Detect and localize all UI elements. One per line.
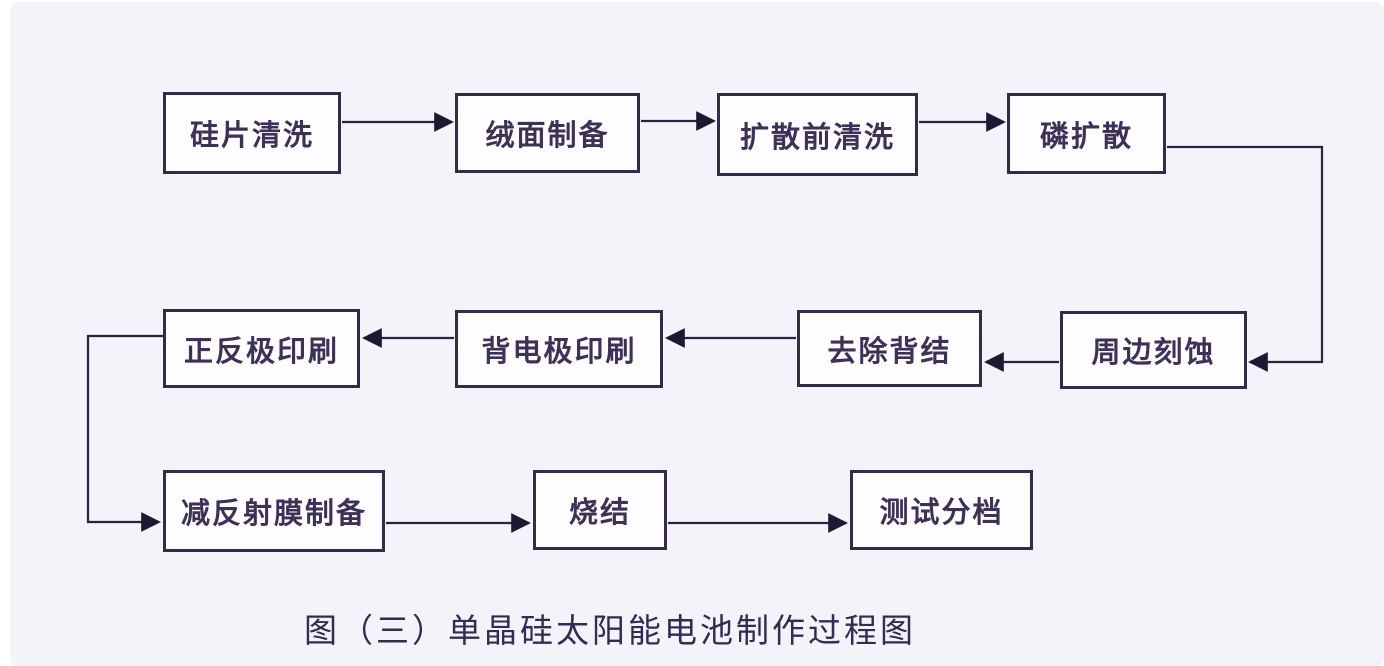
flow-node-phosphorus-diffusion: 磷扩散 xyxy=(1007,93,1166,174)
flow-node-test-sorting: 测试分档 xyxy=(850,470,1033,550)
flow-node-front-back-electrode-printing: 正反极印刷 xyxy=(163,309,360,388)
flow-node-back-electrode-printing: 背电极印刷 xyxy=(455,310,663,388)
flow-node-label: 绒面制备 xyxy=(485,120,610,152)
flow-node-texture-preparation: 绒面制备 xyxy=(455,93,640,173)
flow-node-label: 周边刻蚀 xyxy=(1091,337,1216,369)
flow-node-label: 磷扩散 xyxy=(1039,120,1133,153)
flow-node-sintering: 烧结 xyxy=(533,470,667,550)
flow-node-label: 去除背结 xyxy=(827,335,952,368)
flow-node-label: 正反极印刷 xyxy=(183,335,339,368)
flow-node-label: 背电极印刷 xyxy=(481,336,637,368)
flow-node-label: 测试分档 xyxy=(879,497,1004,529)
flow-node-pre-diffusion-cleaning: 扩散前清洗 xyxy=(717,93,918,176)
flow-node-label: 减反射膜制备 xyxy=(180,498,367,530)
flow-node-back-junction-removal: 去除背结 xyxy=(797,310,982,387)
flow-node-anti-reflection-film-prep: 减反射膜制备 xyxy=(163,470,385,552)
flow-node-label: 扩散前清洗 xyxy=(739,121,895,154)
flow-node-label: 烧结 xyxy=(568,497,631,529)
flow-node-edge-etching: 周边刻蚀 xyxy=(1060,311,1247,389)
figure-caption: 图（三）单晶硅太阳能电池制作过程图 xyxy=(304,614,916,650)
flow-node-label: 硅片清洗 xyxy=(189,120,314,152)
flow-node-wafer-cleaning: 硅片清洗 xyxy=(163,92,341,174)
